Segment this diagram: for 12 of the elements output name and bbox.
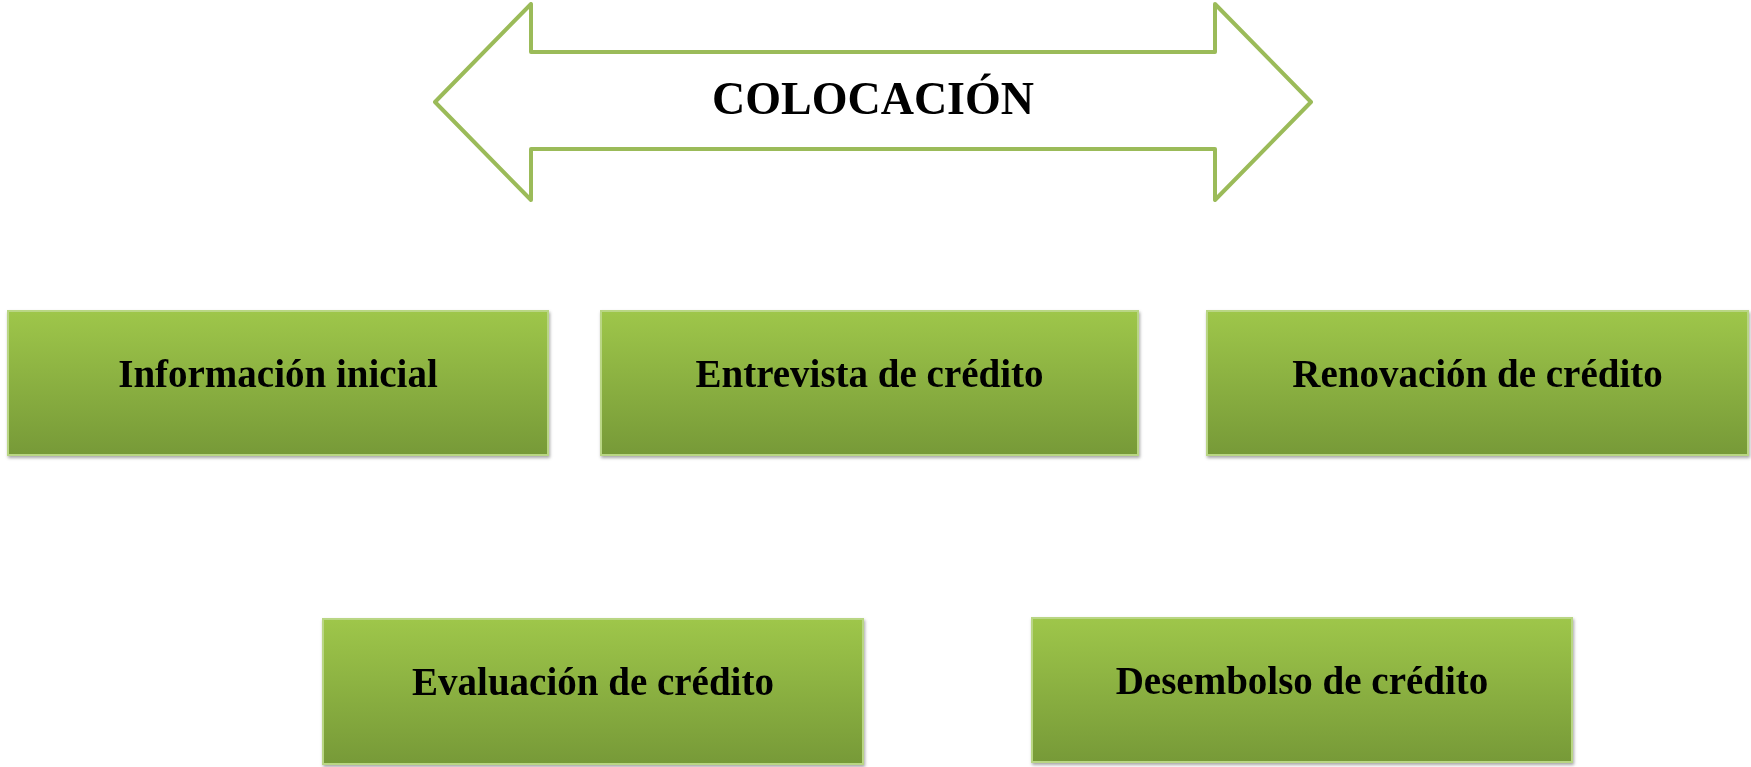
double-arrow	[433, 2, 1313, 202]
process-box	[600, 310, 1139, 456]
box-label: Información inicial	[118, 350, 438, 396]
process-box	[322, 618, 864, 765]
arrow-label: COLOCACIÓN	[712, 71, 1034, 125]
box-label: Desembolso de crédito	[1115, 657, 1489, 703]
process-box	[7, 310, 549, 456]
box-label: Evaluación de crédito	[412, 659, 774, 704]
box-label: Renovación de crédito	[1292, 350, 1663, 396]
process-box	[1206, 310, 1749, 456]
box-label: Entrevista de crédito	[695, 350, 1044, 396]
process-box	[1031, 617, 1573, 763]
